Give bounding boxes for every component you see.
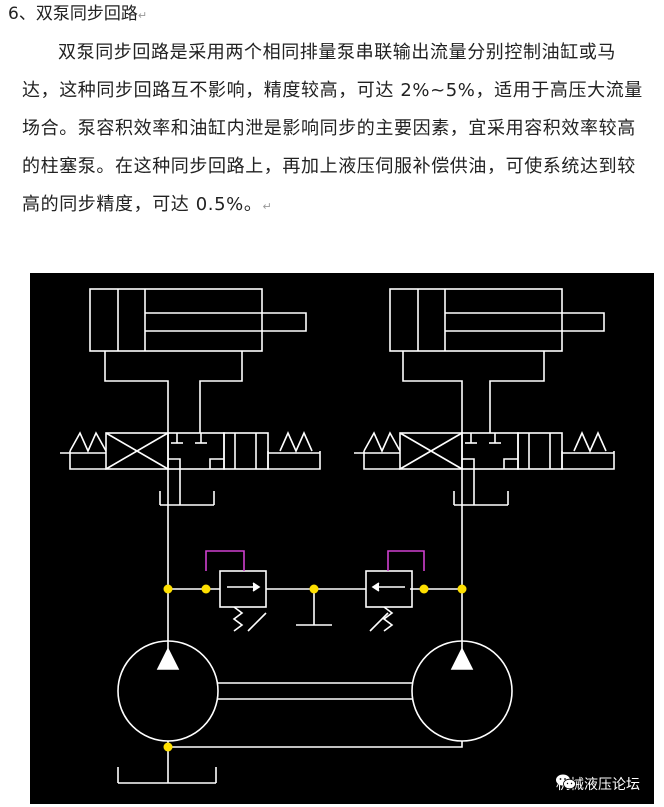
body-paragraph: 双泵同步回路是采用两个相同排量泵串联输出流量分别控制油缸或马达，这种同步回路互不… [22,42,643,215]
hydraulic-circuit-diagram: 机械液压论坛 [30,273,654,804]
right-hydraulic-cylinder [389,288,605,352]
pilot-lines [205,550,425,571]
left-relief-valve [219,570,267,632]
paragraph-mark: ↵ [262,200,273,213]
watermark: 机械液压论坛 [556,774,640,794]
right-pump [411,640,513,742]
paragraph-mark: ↵ [137,9,148,22]
junction-dots [163,584,467,752]
watermark-text: 机械液压论坛 [556,777,640,793]
right-cylinder-lines [402,351,545,433]
left-hydraulic-cylinder [89,288,307,352]
wechat-icon [556,774,576,790]
left-pump [117,640,219,742]
pressure-lines [167,469,463,653]
right-directional-valve [354,431,615,470]
valve-tank-lines [159,469,509,506]
section-heading: 6、双泵同步回路↵ [8,4,148,24]
pump-coupling-shaft [218,682,412,700]
right-relief-valve [365,570,413,632]
left-cylinder-lines [104,351,243,433]
left-directional-valve [60,431,321,470]
